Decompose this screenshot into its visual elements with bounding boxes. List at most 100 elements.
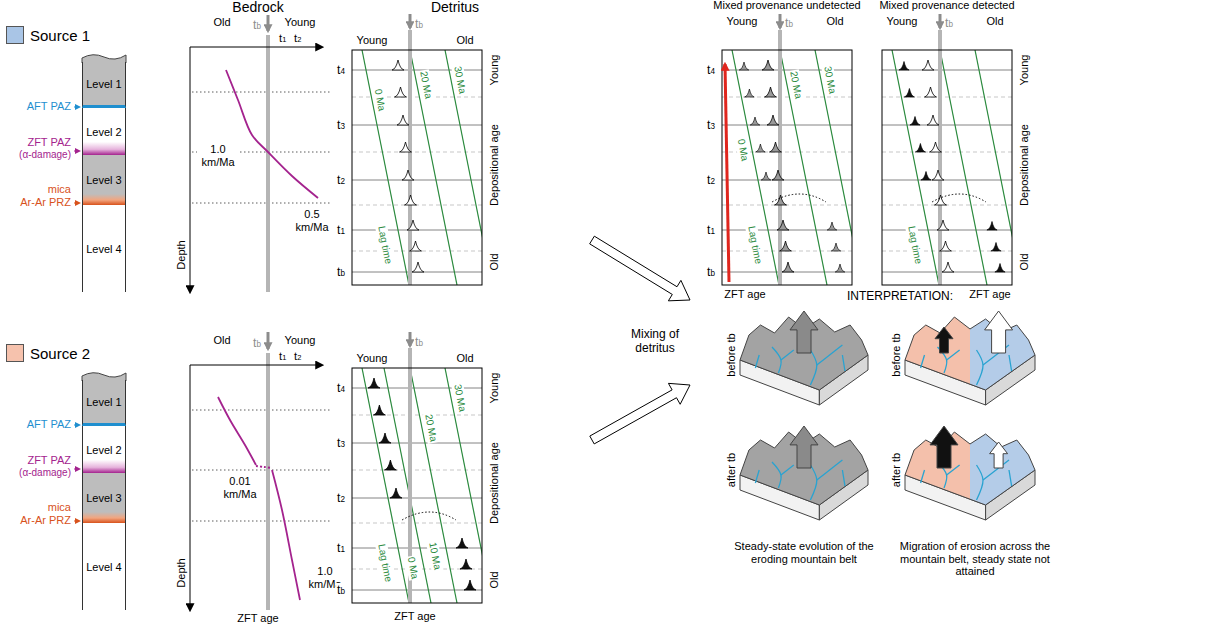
zone-label: Ar-Ar PRZ <box>19 196 72 209</box>
axis-label: Migration of erosion across the mountain… <box>879 540 1071 578</box>
age-peak <box>368 378 380 388</box>
time-label: tb <box>336 583 346 597</box>
time-label: t4 <box>336 63 346 77</box>
age-peak <box>995 264 1005 273</box>
level-line <box>882 205 1012 206</box>
mountain-surface <box>905 317 970 390</box>
age-peak <box>782 262 794 272</box>
time-label: t1 <box>278 350 287 363</box>
rock-level: Level 1 <box>82 62 126 108</box>
pointer-head <box>75 148 81 154</box>
age-peak <box>940 241 952 251</box>
mountain-surface <box>970 432 1035 505</box>
level-line <box>192 521 332 522</box>
tb-arrow <box>939 14 942 28</box>
age-peak <box>932 170 944 180</box>
plot-frame <box>882 50 1012 285</box>
age-peak <box>762 60 774 70</box>
age-peak <box>827 222 837 230</box>
level-line <box>352 470 482 471</box>
legend-entry: Source 1 <box>6 26 90 44</box>
uplift-arrow <box>790 426 818 468</box>
lag-lines <box>362 368 482 603</box>
time-label: tb <box>336 265 346 279</box>
lag-line <box>780 50 827 285</box>
age-peak <box>395 87 407 97</box>
river <box>921 470 925 483</box>
lag-line <box>445 50 482 285</box>
level-line <box>722 205 852 206</box>
block-diagram <box>905 426 1035 520</box>
time-label: t4 <box>706 63 716 77</box>
axis-label: Mixed provenance detected <box>878 0 1015 12</box>
depth-axis <box>190 47 191 292</box>
axis-label: Young <box>284 16 317 29</box>
rock-level: Level 3 <box>82 473 126 523</box>
axis-label: Bedrock <box>231 0 284 15</box>
river <box>817 345 843 365</box>
age-peak <box>390 488 402 498</box>
level-name: Level 3 <box>86 174 121 186</box>
axis-label: Old <box>212 16 231 29</box>
level-name: Level 4 <box>86 561 121 573</box>
plot-frame <box>352 368 482 603</box>
axis-label: ZFT age <box>236 612 279 625</box>
axis-label: Young <box>488 372 501 405</box>
level-line <box>352 180 482 181</box>
age-peak <box>460 559 472 569</box>
time-label: t2 <box>293 32 302 45</box>
lag-lines <box>732 50 852 285</box>
time-label: tb <box>252 336 262 350</box>
age-peak <box>392 60 404 70</box>
time-label: tb <box>784 16 794 30</box>
age-peak <box>464 580 476 590</box>
level-line <box>192 92 332 93</box>
axis-label: Steady-state evolution of the eroding mo… <box>731 540 878 565</box>
age-curve <box>256 466 272 468</box>
bedrock-plot <box>190 14 332 292</box>
tb-line <box>778 30 782 285</box>
lag-lines <box>892 50 1012 285</box>
level-line <box>352 125 482 126</box>
lag-line-label: 30 Ma <box>452 382 469 413</box>
zone-label: AFT PAZ <box>26 100 72 113</box>
rock-column <box>74 373 126 524</box>
level-line <box>352 523 482 524</box>
lag-line-label: Lag time <box>376 224 395 266</box>
level-line <box>192 470 332 471</box>
rock-level: Level 2 <box>82 108 126 155</box>
plot-frame <box>722 50 852 285</box>
lag-line-label: 20 Ma <box>418 69 435 100</box>
age-peak <box>921 172 931 181</box>
rock-level: Level 4 <box>82 523 126 610</box>
axis-label: Depositional age <box>1018 123 1031 207</box>
age-axis <box>190 365 322 366</box>
age-peak <box>761 172 771 180</box>
river <box>1009 470 1012 486</box>
axis-label: Old <box>212 334 231 347</box>
time-label: tb <box>414 17 424 31</box>
rock-level: Level 2 <box>82 426 126 473</box>
axis-label: Old <box>488 252 501 271</box>
level-line <box>352 205 482 206</box>
time-label: t4 <box>336 381 346 395</box>
axis-label: Depth <box>175 239 188 270</box>
axis-label: after tb <box>725 452 738 488</box>
age-peak <box>405 195 417 205</box>
lag-line-label: Lag time <box>376 542 395 584</box>
zone-label: ZFT PAZ <box>26 454 72 467</box>
age-peak <box>991 243 1001 252</box>
age-peak <box>400 142 412 152</box>
river <box>977 350 984 385</box>
age-curve <box>272 470 300 600</box>
age-peak <box>927 115 939 125</box>
age-peak <box>765 87 777 97</box>
axis-label: Young <box>356 352 389 365</box>
axis-label: before tb <box>890 332 903 377</box>
age-peak <box>942 262 954 272</box>
lag-line <box>362 50 409 285</box>
lag-line-label: 0 Ma <box>405 555 421 581</box>
river <box>977 465 984 500</box>
jump-dotted <box>932 194 986 202</box>
level-line <box>352 152 482 153</box>
